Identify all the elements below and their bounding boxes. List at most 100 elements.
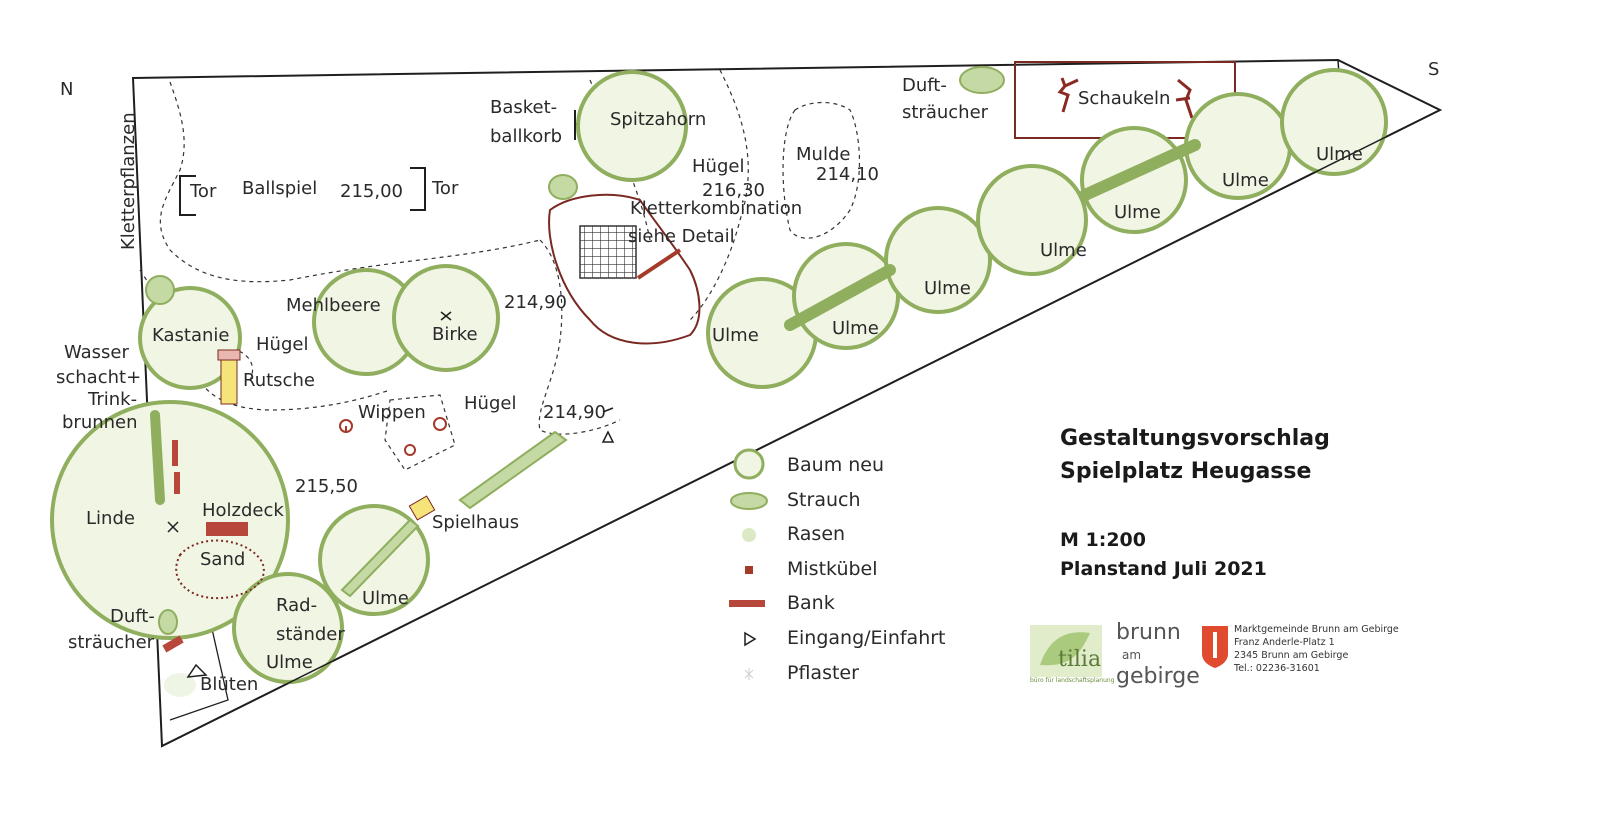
tree-icon [733,448,765,480]
tilia-logo: tilia büro für landschaftsplanung [1030,625,1115,684]
label-sand: Sand [200,549,245,570]
legend-label: Eingang/Einfahrt [787,626,946,649]
label-holzdeck: Holzdeck [202,500,284,521]
am-word: am [1122,648,1142,662]
trash-bin-icon [745,565,753,574]
label-level-21490-a: 214,90 [504,292,567,313]
label-huegel-mid: Hügel [464,393,516,414]
coat-of-arms-icon [1202,626,1228,668]
label-mehlbeere: Mehlbeere [286,295,381,316]
label-duftstraeucher-bottom-2: sträucher [68,632,155,653]
plan-scale: M 1:200 [1060,529,1147,551]
slide [220,353,238,405]
sand-area [175,539,265,600]
bench-icon [729,600,765,608]
spielhaus [408,495,436,521]
tilia-subline: büro für landschaftsplanung [1030,677,1115,684]
address-line-1: Marktgemeinde Brunn am Gebirge [1234,624,1399,635]
label-schaukeln: Schaukeln [1078,88,1170,109]
ballspiel-goal-left [179,175,196,216]
address-line-3: 2345 Brunn am Gebirge [1234,650,1349,661]
label-ulme-5: Ulme [924,278,971,299]
label-huegel-top: Hügel [692,156,744,177]
label-kletterpflanzen: Kletterpflanzen [118,112,139,250]
shrub-icon [730,491,768,510]
label-wasser-2: schacht+ [56,367,141,388]
label-wasser-1: Wasser [64,342,130,363]
north-label: N [60,79,73,100]
label-level-21500: 215,00 [340,181,403,202]
legend-label: Pflaster [787,661,859,684]
label-rutsche: Rutsche [243,370,315,391]
swing-icon [1057,77,1194,119]
plan-title: Gestaltungsvorschlag Spielplatz Heugasse [1060,422,1330,488]
title-line-1: Gestaltungsvorschlag [1060,426,1330,451]
label-spitzahorn: Spitzahorn [610,109,706,130]
benches [162,440,248,653]
legend-label: Mistkübel [787,557,878,580]
tree-spitzahorn [576,70,688,182]
label-ulme-2: Ulme [362,588,409,609]
title-line-2: Spielplatz Heugasse [1060,459,1312,484]
entrance-icon [744,631,757,647]
label-birke: Birke [432,324,478,345]
logo-block: tilia büro für landschaftsplanung brunn … [1030,620,1430,688]
address-line-4: Tel.: 02236-31601 [1234,663,1320,674]
misc-markers [167,311,615,678]
label-ulme-4: Ulme [832,318,879,339]
tree-linde [50,400,290,640]
label-level-21410: 214,10 [816,164,879,185]
label-wasser-3: Trink- [87,389,137,410]
plan-meta: M 1:200 Planstand Juli 2021 [1060,526,1267,584]
label-mulde: Mulde [796,144,850,165]
south-label: S [1428,59,1439,80]
legend-label: Baum neu [787,454,885,476]
label-linde: Linde [86,508,135,529]
label-radstaender-2: ständer [276,624,345,645]
tree-ulme-5 [884,206,992,314]
legend-label: Rasen [787,523,846,546]
label-basketballkorb-2: ballkorb [490,126,562,147]
label-duftstraeucher-bottom-1: Duft- [110,606,155,627]
label-ulme-6: Ulme [1040,240,1087,261]
address-line-2: Franz Anderle-Platz 1 [1234,637,1335,648]
label-kletterkombination: Kletterkombination [630,198,802,219]
label-ulme-1: Ulme [266,652,313,673]
address-block: Marktgemeinde Brunn am Gebirge Franz And… [1234,623,1399,675]
label-blueten: Blüten [200,674,258,695]
label-wippen: Wippen [358,402,426,423]
label-basketballkorb-1: Basket- [490,97,557,118]
brunn-word: brunn [1116,620,1181,645]
shrubs [145,66,1201,635]
lawn-icon [742,528,756,543]
tree-kastanie [138,286,242,390]
label-ballspiel: Ballspiel [242,178,317,199]
brunn-logo: brunn am gebirge [1116,622,1200,688]
tilia-word: tilia [1058,647,1102,672]
tree-ulme-7 [1080,126,1188,234]
label-siehe-detail: siehe Detail [628,226,735,247]
label-radstaender-1: Rad- [276,595,317,616]
label-ulme-7: Ulme [1114,202,1161,223]
climbing-area [548,193,701,345]
label-level-21490-b: 214,90 [543,402,606,423]
ballspiel-goal-right [410,167,426,211]
wippen-icon [339,417,447,456]
diagonal-line [161,109,1441,747]
leaf-icon [1030,625,1102,677]
tree-ulme-6 [976,164,1088,276]
paving-icon [744,667,754,680]
label-huegel-left: Hügel [256,334,308,355]
label-duftstraeucher-top-1: Duft- [902,75,947,96]
label-kastanie: Kastanie [152,325,229,346]
legend-label: Strauch [787,488,861,511]
label-ulme-9: Ulme [1316,144,1363,165]
gebirge-word: gebirge [1116,664,1200,689]
label-tor-right: Tor [431,178,459,199]
tree-ulme-9 [1280,68,1388,176]
tree-birke [392,264,500,372]
label-ulme-8: Ulme [1222,170,1269,191]
label-duftstraeucher-top-2: sträucher [902,102,989,123]
label-level-21550: 215,50 [295,476,358,497]
